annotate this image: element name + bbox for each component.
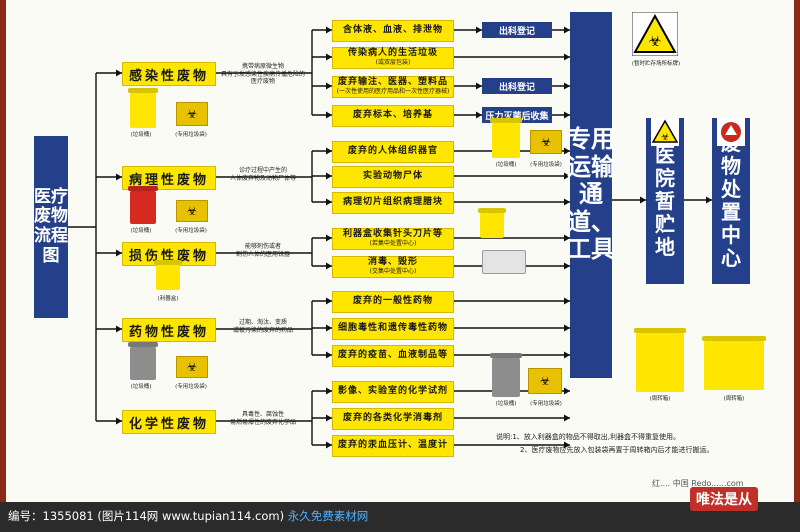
action-box: 出科登记 <box>482 78 552 94</box>
waste-item-label: 废弃的疫苗、血液制品等 <box>338 351 448 361</box>
sterilizer-device-icon <box>482 250 526 274</box>
category-box: 感染性废物 <box>122 62 216 86</box>
warning-sign-caption: (暂时贮存场所标牌) <box>618 59 694 67</box>
container-caption: (周转箱) <box>636 394 684 402</box>
waste-item-box: 细胞毒性和遗传毒性药物 <box>332 318 454 340</box>
waste-item-label: 细胞毒性和遗传毒性药物 <box>338 324 448 334</box>
waste-item-box: 实验动物尸体 <box>332 166 454 188</box>
biohazard-bag-icon: ☣ <box>176 200 208 222</box>
waste-item-box: 废弃的汞血压计、温度计 <box>332 435 454 457</box>
waste-item-box: 消毒、毁形(交集中处置中心) <box>332 256 454 278</box>
waste-item-box: 废弃的人体组织器官 <box>332 141 454 163</box>
container-caption: (专用垃圾袋) <box>520 160 572 168</box>
container-caption: (周转箱) <box>704 394 764 402</box>
waste-item-label: 废弃标本、培养基 <box>353 111 433 121</box>
waste-item-label: 废弃的一般性药物 <box>353 297 433 307</box>
transport-box: 专用运输通道、工具 <box>570 12 612 378</box>
waste-item-box: 废弃的疫苗、血液制品等 <box>332 345 454 367</box>
waste-item-note: (或双层包装) <box>376 60 411 67</box>
waste-item-box: 传染病人的生活垃圾(或双层包装) <box>332 47 454 69</box>
container-caption: (垃圾桶) <box>116 130 166 138</box>
waste-item-label: 实验动物尸体 <box>363 172 423 182</box>
container-caption: (专用垃圾袋) <box>520 399 572 407</box>
action-box: 出科登记 <box>482 22 552 38</box>
gray-bin-icon <box>130 346 156 380</box>
sharps-box-icon <box>156 264 180 290</box>
waste-item-box: 废弃标本、培养基 <box>332 105 454 127</box>
svg-text:☣: ☣ <box>661 132 670 143</box>
waste-item-box: 利器盒收集针头刀片等(若集中处置中心) <box>332 228 454 250</box>
gray-bin-icon <box>492 357 520 397</box>
credit-number: 编号：1355081 (图片114网 www.tupian114.com) <box>8 509 284 523</box>
category-description: 携带病原微生物 具有引发感染性疾病传播危险的医疗废物 <box>220 63 306 86</box>
category-description: 诊疗过程中产生的 人体废弃物及动物尸体等 <box>220 167 306 182</box>
container-caption: (垃圾桶) <box>116 382 166 390</box>
waste-item-label: 病理切片组织病理腊块 <box>343 198 443 208</box>
waste-item-label: 废弃的各类化学消毒剂 <box>343 414 443 424</box>
waste-item-label: 废弃的汞血压计、温度计 <box>338 441 448 451</box>
red-bin-icon <box>130 190 156 224</box>
turnover-box-icon <box>704 340 764 390</box>
arrow-head <box>564 415 570 422</box>
waste-item-box: 废弃输注、医器、塑料品(一次性使用的医疗用品和一次性医疗器械) <box>332 76 454 98</box>
waste-item-box: 含体液、血液、排泄物 <box>332 20 454 42</box>
biohazard-warning-sign-icon: ☣ <box>632 12 678 56</box>
waste-item-label: 传染病人的生活垃圾 <box>348 49 438 59</box>
category-box: 药物性废物 <box>122 318 216 342</box>
waste-item-box: 影像、实验室的化学试剂 <box>332 381 454 403</box>
waste-item-label: 影像、实验室的化学试剂 <box>338 387 448 397</box>
biohazard-bag-icon: ☣ <box>176 102 208 126</box>
waste-item-label: 消毒、毁形 <box>368 258 418 268</box>
waste-item-note: (若集中处置中心) <box>370 241 417 248</box>
storage-warning-icon: ☣ <box>651 118 679 146</box>
category-description: 能够刺伤或者 割伤人体的医用锐器 <box>220 243 306 258</box>
waste-item-box: 废弃的各类化学消毒剂 <box>332 408 454 430</box>
credit-link[interactable]: 永久免费素材网 <box>288 509 369 523</box>
waste-item-label: 废弃的人体组织器官 <box>348 147 438 157</box>
flowchart-board: 医疗废物流程图 感染性废物携带病原微生物 具有引发感染性疾病传播危险的医疗废物病… <box>6 0 794 502</box>
waste-item-box: 病理切片组织病理腊块 <box>332 192 454 214</box>
svg-text:☣: ☣ <box>648 32 661 50</box>
waste-item-note: (一次性使用的医疗用品和一次性医疗器械) <box>337 89 450 96</box>
biohazard-bag-icon: ☣ <box>530 130 562 154</box>
container-caption: (专用垃圾袋) <box>166 130 216 138</box>
note-line-2: 2、医疗废物应先放入包装袋再置于周转箱内后才能进行搬运。 <box>520 445 713 457</box>
waste-item-note: (交集中处置中心) <box>370 269 417 276</box>
biohazard-bag-icon: ☣ <box>528 368 562 394</box>
yellow-bin-icon <box>492 122 520 158</box>
container-caption: (垃圾桶) <box>116 226 166 234</box>
disposal-warning-icon <box>717 118 745 146</box>
turnover-box-icon <box>636 332 684 392</box>
waste-item-label: 废弃输注、医器、塑料品 <box>338 78 448 88</box>
container-caption: (利器盒) <box>140 294 196 302</box>
waste-item-label: 利器盒收集针头刀片等 <box>343 230 443 240</box>
waste-item-label: 含体液、血液、排泄物 <box>343 26 443 36</box>
container-caption: (专用垃圾袋) <box>166 382 216 390</box>
category-box: 化学性废物 <box>122 410 216 434</box>
waste-item-box: 废弃的一般性药物 <box>332 291 454 313</box>
title-box: 医疗废物流程图 <box>34 136 68 318</box>
brand-label: 唯法是从 <box>690 487 758 511</box>
arrow-head <box>564 388 570 395</box>
credit-text: 编号：1355081 (图片114网 www.tupian114.com) 永久… <box>8 508 368 524</box>
category-description: 过期、淘汰、变质 或被污染的废弃的药品 <box>220 319 306 334</box>
biohazard-bag-icon: ☣ <box>176 356 208 378</box>
sharps-box-icon <box>480 212 504 238</box>
category-description: 具毒性、腐蚀性 易燃易爆性的废弃化学品 <box>220 411 306 426</box>
container-caption: (专用垃圾袋) <box>166 226 216 234</box>
yellow-bin-icon <box>130 92 156 128</box>
note-line-1: 说明:1、放入利器盒的物品不得取出,利器盒不得重复使用。 <box>496 432 680 444</box>
